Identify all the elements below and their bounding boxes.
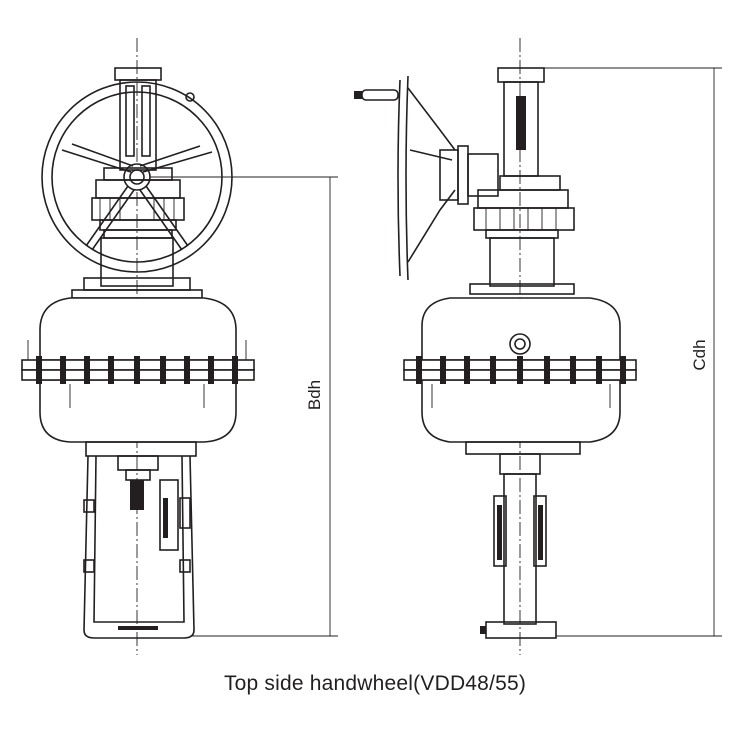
side-view: Cdh xyxy=(354,38,722,655)
gear-column-front xyxy=(91,67,185,239)
diaphragm-housing-front xyxy=(21,297,255,443)
figure-caption: Top side handwheel(VDD48/55) xyxy=(223,672,527,695)
lower-yoke-front xyxy=(83,441,197,639)
lower-yoke-side xyxy=(465,441,581,639)
handwheel-side xyxy=(354,75,499,281)
bdh-label: Bdh xyxy=(305,380,324,410)
dimension-cdh: Cdh xyxy=(544,67,722,637)
diaphragm-housing-side xyxy=(403,297,637,443)
front-view: Bdh xyxy=(21,38,338,655)
dimension-bdh: Bdh xyxy=(150,176,338,637)
cdh-label: Cdh xyxy=(690,339,709,370)
gear-column-side xyxy=(473,67,575,239)
